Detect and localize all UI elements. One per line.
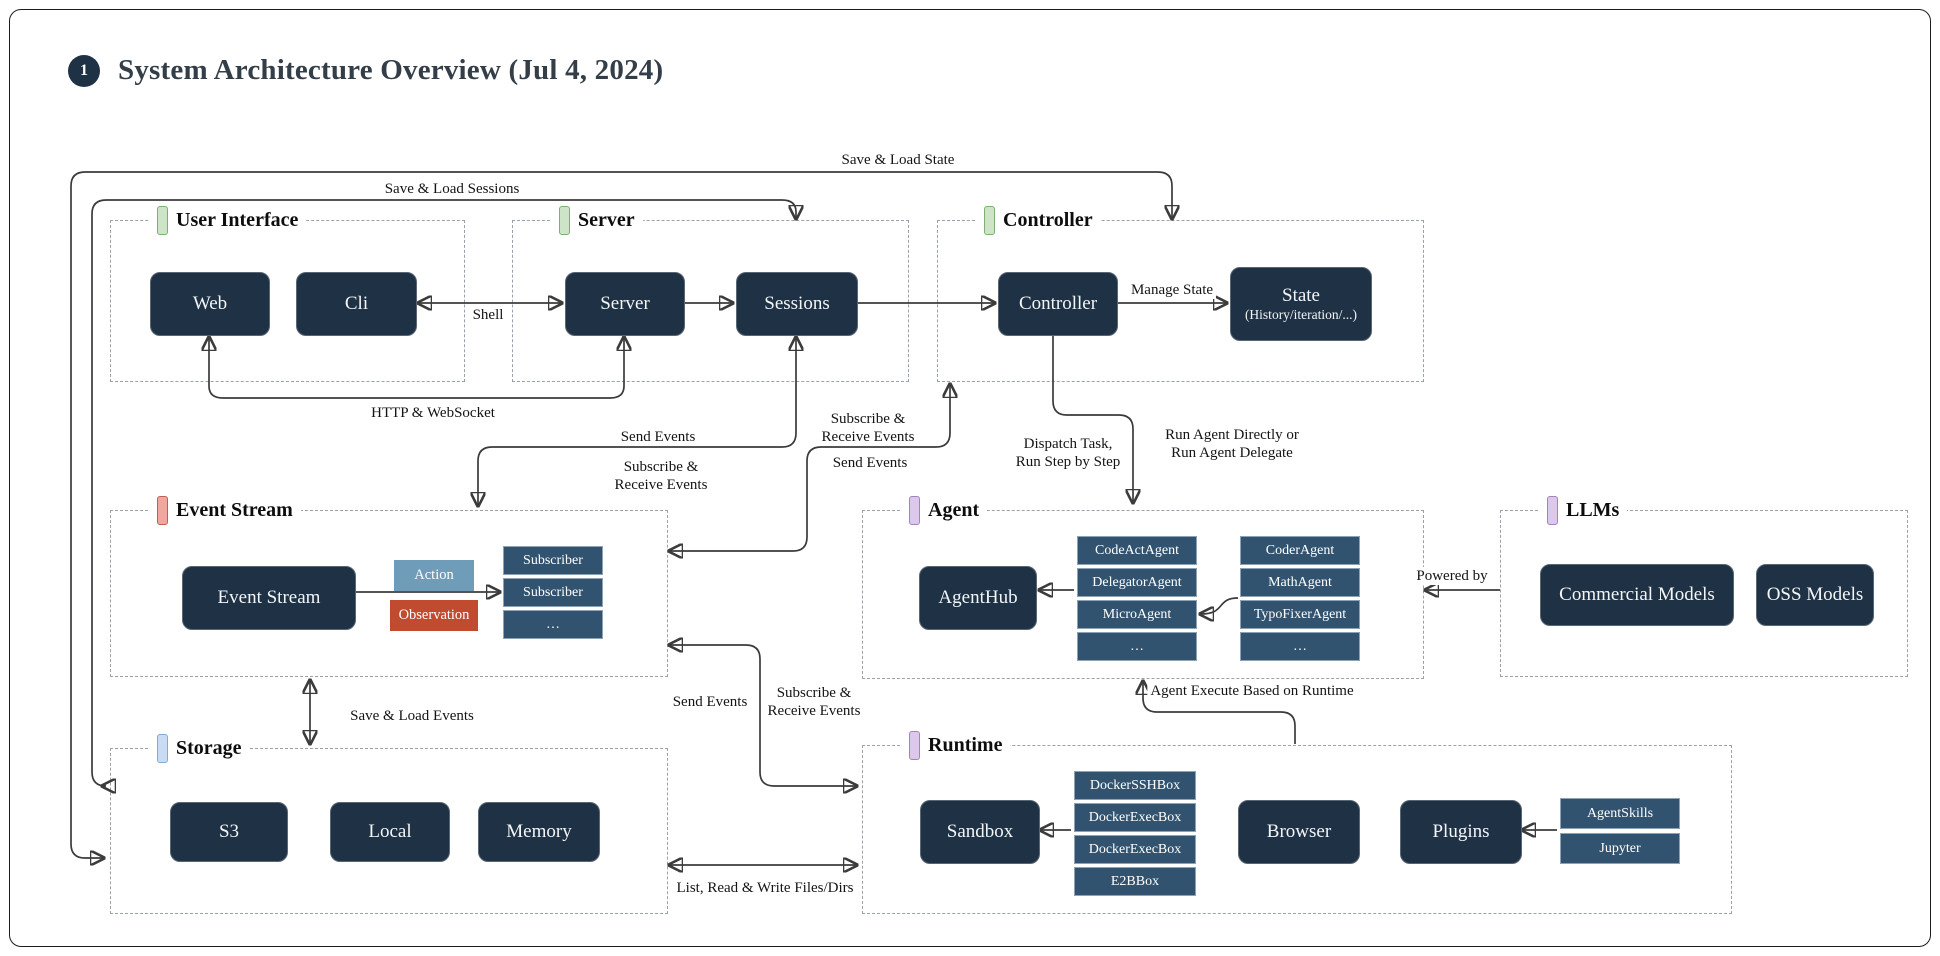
edge-label-list-rw: List, Read & Write Files/Dirs [673,879,857,897]
stack-row-agentskills: AgentSkills [1560,798,1680,829]
edge-label-powered-by: Powered by [1413,567,1491,585]
stack-row-subscriber: Subscriber [503,546,603,575]
section-number-badge: 1 [68,54,100,87]
node-sessions: Sessions [736,272,858,336]
group-title-agent: Agent [928,499,980,521]
accent-bar-icon [1547,496,1558,525]
stack-row-e2bbox: E2BBox [1074,867,1196,896]
stack-row-ellipsis: … [1240,632,1360,661]
stack-row-dockersshbox: DockerSSHBox [1074,771,1196,800]
node-action: Action [394,560,474,591]
stack-row-typofixeragent: TypoFixerAgent [1240,600,1360,629]
group-title-user-interface: User Interface [176,209,299,231]
node-state: State (History/iteration/...) [1230,267,1372,341]
node-oss-models: OSS Models [1756,564,1874,626]
edge-label-line: Dispatch Task, [1023,436,1113,452]
edge-label-line: Subscribe & [830,411,906,427]
stack-row-subscriber: Subscriber [503,578,603,607]
edge-label-line: Receive Events [614,477,708,493]
accent-bar-icon [984,206,995,235]
group-title-controller: Controller [1003,209,1093,231]
group-title-llms: LLMs [1566,499,1620,521]
node-local: Local [330,802,450,862]
stack-row-coderagent: CoderAgent [1240,536,1360,565]
edge-label-subscribe-receive-bottom: Subscribe & Receive Events [764,684,864,720]
node-controller: Controller [998,272,1118,336]
group-llms: LLMs [1500,496,1908,677]
edge-label-line: Receive Events [821,429,915,445]
stack-row-jupyter: Jupyter [1560,833,1680,864]
page-title: System Architecture Overview (Jul 4, 202… [118,54,664,86]
edge-label-line: Run Step by Step [1015,454,1121,470]
stack-row-microagent: MicroAgent [1077,600,1197,629]
stack-row-ellipsis: … [503,610,603,639]
stack-row-mathagent: MathAgent [1240,568,1360,597]
node-s3: S3 [170,802,288,862]
stack-row-delegatoragent: DelegatorAgent [1077,568,1197,597]
stack-row-dockerexecbox: DockerExecBox [1074,803,1196,832]
stack-agents-b: CoderAgent MathAgent TypoFixerAgent … [1240,536,1360,664]
accent-bar-icon [909,731,920,760]
node-state-subtitle: (History/iteration/...) [1244,307,1358,323]
node-cli: Cli [296,272,417,336]
group-title-runtime: Runtime [928,734,1003,756]
group-title-storage: Storage [176,737,242,759]
group-title-event-stream: Event Stream [176,499,293,521]
edge-label-agent-execute: Agent Execute Based on Runtime [1147,682,1357,700]
page-header: 1 System Architecture Overview (Jul 4, 2… [68,54,663,87]
stack-sandboxes: DockerSSHBox DockerExecBox DockerExecBox… [1074,771,1196,899]
accent-bar-icon [157,496,168,525]
edge-label-send-events-right: Send Events [829,454,911,472]
node-observation: Observation [390,600,478,631]
node-state-title: State [1282,285,1320,307]
edge-label-line: Receive Events [767,703,861,719]
accent-bar-icon [909,496,920,525]
edge-label-dispatch-task: Dispatch Task, Run Step by Step [1012,435,1124,471]
edge-label-manage-state: Manage State [1127,281,1217,299]
stack-row-ellipsis: … [1077,632,1197,661]
edge-label-save-load-sessions: Save & Load Sessions [381,180,523,198]
edge-label-save-load-events: Save & Load Events [347,707,477,725]
diagram-frame [9,9,1931,947]
stack-agents-a: CodeActAgent DelegatorAgent MicroAgent … [1077,536,1197,664]
edge-label-line: Subscribe & [776,685,852,701]
stack-plugin-kinds: AgentSkills Jupyter [1560,798,1680,868]
node-plugins: Plugins [1400,800,1522,864]
node-agenthub: AgentHub [919,566,1037,630]
edge-label-save-load-state: Save & Load State [838,151,958,169]
node-server: Server [565,272,685,336]
stack-row-codeactagent: CodeActAgent [1077,536,1197,565]
stack-subscribers: Subscriber Subscriber … [503,546,603,642]
node-event-stream: Event Stream [182,566,356,630]
edge-label-line: Run Agent Directly or [1165,427,1299,443]
accent-bar-icon [157,734,168,763]
edge-label-line: Subscribe & [623,459,699,475]
node-web: Web [150,272,270,336]
edge-label-send-events-left: Send Events [617,428,699,446]
edge-label-subscribe-receive-right: Subscribe & Receive Events [818,410,918,446]
edge-label-shell: Shell [469,306,507,324]
node-browser: Browser [1238,800,1360,864]
accent-bar-icon [157,206,168,235]
edge-label-run-agent: Run Agent Directly or Run Agent Delegate [1162,426,1302,462]
group-title-server: Server [578,209,635,231]
edge-label-subscribe-receive-left: Subscribe & Receive Events [611,458,711,494]
edge-label-send-events-bottom: Send Events [669,693,751,711]
node-memory: Memory [478,802,600,862]
edge-label-line: Run Agent Delegate [1171,445,1293,461]
stack-row-dockerexecbox: DockerExecBox [1074,835,1196,864]
node-sandbox: Sandbox [920,800,1040,864]
node-commercial-models: Commercial Models [1540,564,1734,626]
accent-bar-icon [559,206,570,235]
edge-label-http-websocket: HTTP & WebSocket [368,404,498,422]
